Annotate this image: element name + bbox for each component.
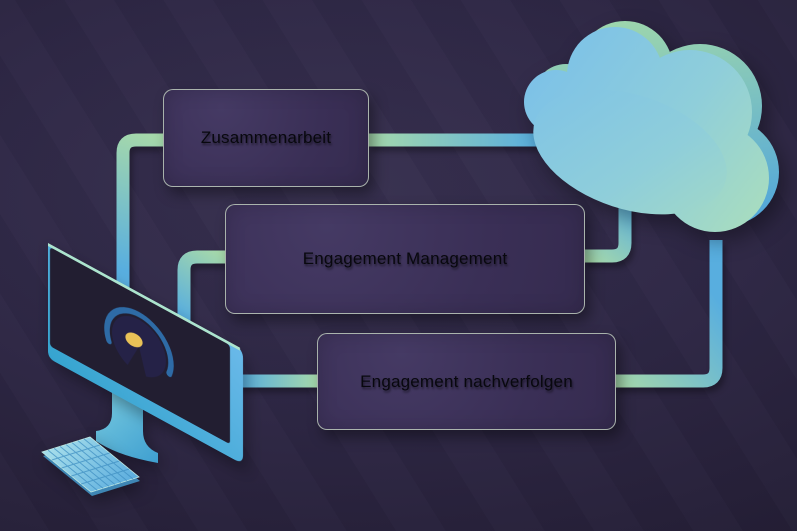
monitor-stand: [96, 392, 158, 463]
connector-node2-left: [177, 250, 225, 324]
monitor-top-highlight: [48, 243, 240, 351]
keyboard-icon: [41, 436, 140, 496]
pie-chart-logo-icon: [104, 307, 174, 378]
diagram-node-engagement-management: Engagement Management: [225, 204, 585, 314]
connector-node2-right: [583, 186, 632, 263]
node-label: Zusammenarbeit: [200, 128, 332, 147]
connector-node1-left: [116, 133, 163, 296]
keyboard-keys-grid: [47, 438, 134, 491]
connector-node3-right: [614, 240, 723, 388]
node-label: Engagement nachverfolgen: [360, 371, 573, 391]
node-label: Engagement Management: [302, 249, 508, 268]
connector-lines: [116, 133, 723, 388]
diagram-node-zusammenarbeit: Zusammenarbeit: [163, 89, 369, 187]
diagram-node-engagement-nachverfolgen: Engagement nachverfolgen: [317, 333, 616, 430]
computer-monitor-icon: [48, 243, 243, 462]
